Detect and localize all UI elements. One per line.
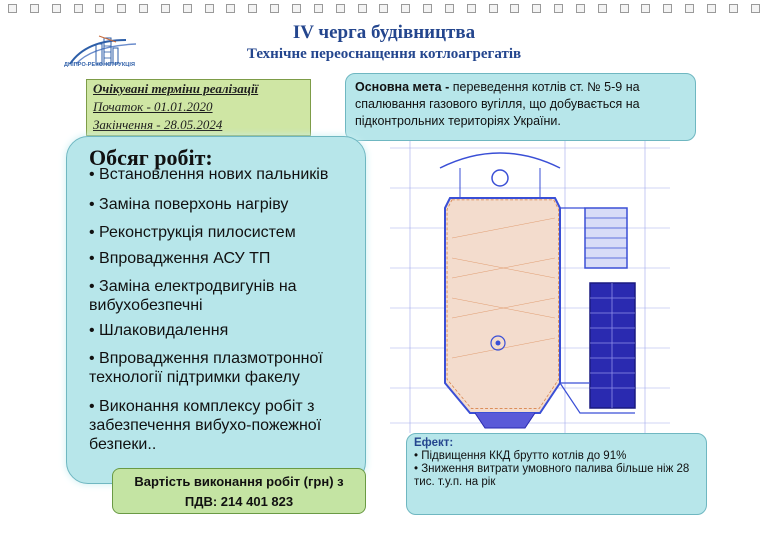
cost-box: Вартість виконання робіт (грн) з ПДВ: 21…	[112, 468, 366, 514]
scope-item: • Реконструкція пилосистем	[89, 224, 296, 241]
company-logo	[69, 35, 137, 65]
timeline-start: Початок - 01.01.2020	[93, 99, 213, 114]
cost-label: Вартість виконання робіт (грн) з	[134, 474, 344, 489]
scope-item: • Впровадження АСУ ТП	[89, 250, 271, 267]
scope-item: • Шлаковидалення	[89, 322, 229, 339]
logo-text: ДНІПРО-РЕКОНСТРУКЦІЯ	[64, 62, 136, 68]
goal-text: переведення котлів ст. № 5-9 на спалюван…	[355, 80, 640, 128]
cost-value: ПДВ: 214 401 823	[184, 494, 294, 509]
scope-box: Обсяг робіт: • Встановлення нових пальни…	[66, 136, 366, 484]
timeline-heading: Очікувані терміни реалізації	[93, 81, 259, 96]
boiler-drawing	[390, 138, 670, 433]
goal-label: Основна мета -	[355, 80, 450, 94]
goal-box: Основна мета - переведення котлів ст. № …	[345, 73, 696, 141]
effect-box: Ефект: • Підвищення ККД брутто котлів до…	[406, 433, 707, 515]
scope-item: • Виконання комплексу робіт з забезпечен…	[89, 398, 322, 453]
scope-item: • Впровадження плазмотронної технології …	[89, 350, 323, 386]
scope-item: • Заміна поверхонь нагріву	[89, 196, 289, 213]
binding-holes	[8, 4, 760, 13]
page-subtitle: Технічне переоснащення котлоагрегатів	[246, 46, 522, 62]
page-title: IV черга будівництва	[292, 22, 476, 43]
effect-item: • Підвищення ККД брутто котлів до 91%	[414, 450, 627, 462]
timeline-box: Очікувані терміни реалізації Початок - 0…	[86, 79, 311, 136]
scope-item: • Встановлення нових пальників	[89, 166, 329, 183]
timeline-end: Закінчення - 28.05.2024	[93, 117, 223, 132]
effect-title: Ефект:	[414, 437, 454, 449]
scope-title: Обсяг робіт:	[89, 145, 213, 170]
scope-item: • Заміна електродвигунів на вибухобезпеч…	[89, 278, 297, 314]
effect-item: • Зниження витрати умовного палива більш…	[414, 463, 690, 488]
